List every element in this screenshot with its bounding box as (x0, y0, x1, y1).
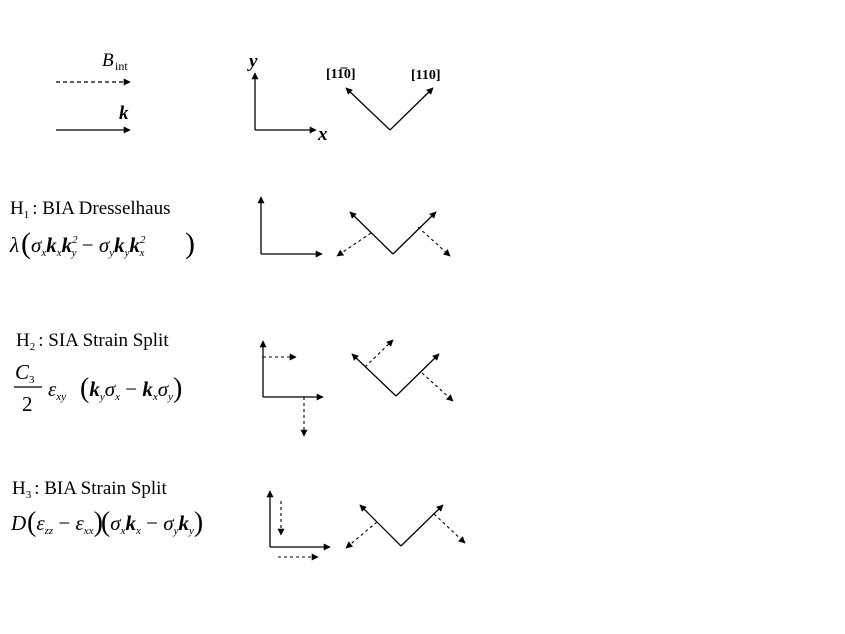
h1-name: : BIA Dresselhaus (32, 198, 170, 219)
h3-title: H3: BIA Strain Split (12, 478, 167, 501)
h1-field-diagram (336, 211, 451, 257)
k-symbol: k (119, 103, 129, 124)
direction-1bar10-label: [11̅0] (326, 66, 356, 82)
h2-field-arrow-left (364, 339, 394, 368)
h1-axes (257, 196, 323, 258)
h2-axes (259, 340, 324, 437)
h3-prefix: D (10, 511, 26, 535)
h2-title: H2: SIA Strain Split (16, 330, 169, 353)
direction-110-arrow (389, 87, 434, 131)
h1-field-arrow-right (417, 226, 451, 257)
h2-epsilon: εxy (48, 377, 66, 403)
xy-axes-key: y x (247, 51, 328, 145)
h2-name: : SIA Strain Split (38, 330, 169, 351)
h2-term: H2: SIA Strain Split C3 2 εxy (kyσx − kx… (14, 330, 454, 437)
h3-field-diagram (345, 504, 466, 549)
h3-term: H3: BIA Strain Split D (εzz − εxx)(σxkx … (10, 478, 466, 561)
x-axis-label: x (317, 124, 328, 145)
b-int-subscript: int (115, 59, 128, 73)
h1-close-paren: ) (185, 227, 195, 260)
k-legend: k (56, 103, 131, 134)
h2-sub: 2 (30, 341, 36, 353)
h3-equation: D (εzz − εxx)(σxkx − σyky) (10, 507, 203, 538)
h1-title: H1: BIA Dresselhaus (10, 198, 171, 221)
crystal-directions-key: [11̅0] [110] (326, 66, 441, 131)
h1-field-arrow-left (336, 232, 372, 257)
h3-letter: H (12, 478, 26, 499)
h2-1bar10-arrow (351, 353, 397, 397)
h3-axes (266, 490, 331, 561)
h2-frac-num: C3 (15, 360, 35, 386)
h3-sub: 3 (26, 489, 32, 501)
h2-field-diagram (351, 339, 454, 402)
direction-110-label: [110] (411, 68, 441, 83)
direction-1bar10-arrow (345, 87, 391, 131)
h1-1bar10-arrow (349, 211, 394, 255)
h3-field-arrow-left (345, 521, 378, 549)
h3-expression: (εzz − εxx)(σxkx − σyky) (27, 507, 203, 538)
h2-field-arrow-right (421, 372, 454, 402)
y-axis-label: y (247, 51, 258, 72)
h1-letter: H (10, 198, 24, 219)
h2-expression: (kyσx − kxσy) (80, 373, 182, 404)
h3-field-arrow-right (433, 513, 466, 544)
h3-1bar10-arrow (359, 504, 402, 547)
h1-sub: 1 (24, 209, 30, 221)
b-int-legend: B int (56, 50, 131, 86)
h2-frac-den: 2 (22, 392, 33, 416)
h3-110-arrow (400, 504, 444, 547)
h2-110-arrow (395, 353, 440, 397)
h2-equation: C3 2 εxy (kyσx − kxσy) (14, 360, 182, 416)
h3-name: : BIA Strain Split (34, 478, 167, 499)
b-int-symbol: B (102, 50, 114, 71)
h1-110-arrow (392, 211, 437, 255)
h1-lambda: λ (9, 233, 19, 257)
h1-open-paren: ( (21, 227, 31, 260)
h2-letter: H (16, 330, 30, 351)
